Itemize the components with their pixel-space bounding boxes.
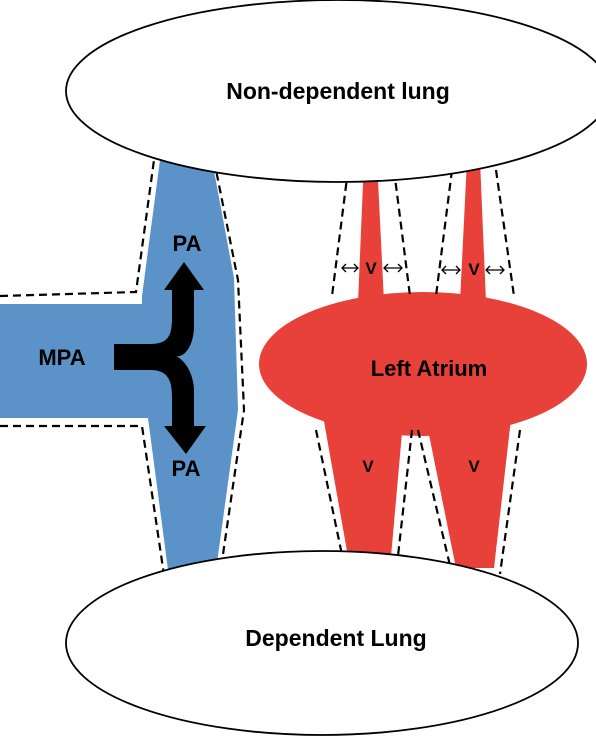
gap-arrow-right-2 [485,265,505,275]
mpa-label: MPA [38,345,85,370]
upper-right-vein-wall-outer [434,169,454,297]
lower-left-vein [322,410,404,568]
non-dependent-lung-label: Non-dependent lung [226,78,450,104]
pa-lower-label: PA [172,456,201,481]
pa-upper-label: PA [173,231,202,256]
lower-right-vein-wall-outer [416,429,454,575]
vein-upper-right-label: V [468,260,480,279]
left-atrium-label: Left Atrium [371,356,488,381]
gap-arrow-right-1 [441,265,461,275]
lower-right-vein [424,410,512,568]
artery-wall-outline-right [212,159,246,576]
gap-arrow-left-2 [383,263,403,273]
vein-lower-left-label: V [362,457,374,476]
vein-upper-left-label: V [365,259,377,278]
upper-left-vein-wall-inner [392,169,412,297]
upper-right-vein-wall-inner [494,169,516,297]
upper-left-vein [358,160,384,302]
lower-left-vein-wall-outer [314,429,348,575]
dependent-lung-label: Dependent Lung [245,625,426,651]
dependent-lung-shape [65,550,579,736]
lower-right-vein-wall-inner [498,429,522,575]
lower-left-vein-wall-inner [394,429,414,575]
artery-wall-outline-lower [0,424,166,576]
left-atrium-shape [259,292,587,436]
artery-wall-outline [0,159,156,298]
upper-right-vein [460,160,486,302]
flow-split-arrow [114,262,206,454]
non-dependent-lung-shape [65,0,596,183]
gap-arrow-left-1 [341,263,359,273]
vein-lower-right-label: V [468,457,480,476]
upper-left-vein-wall-outer [330,169,350,297]
